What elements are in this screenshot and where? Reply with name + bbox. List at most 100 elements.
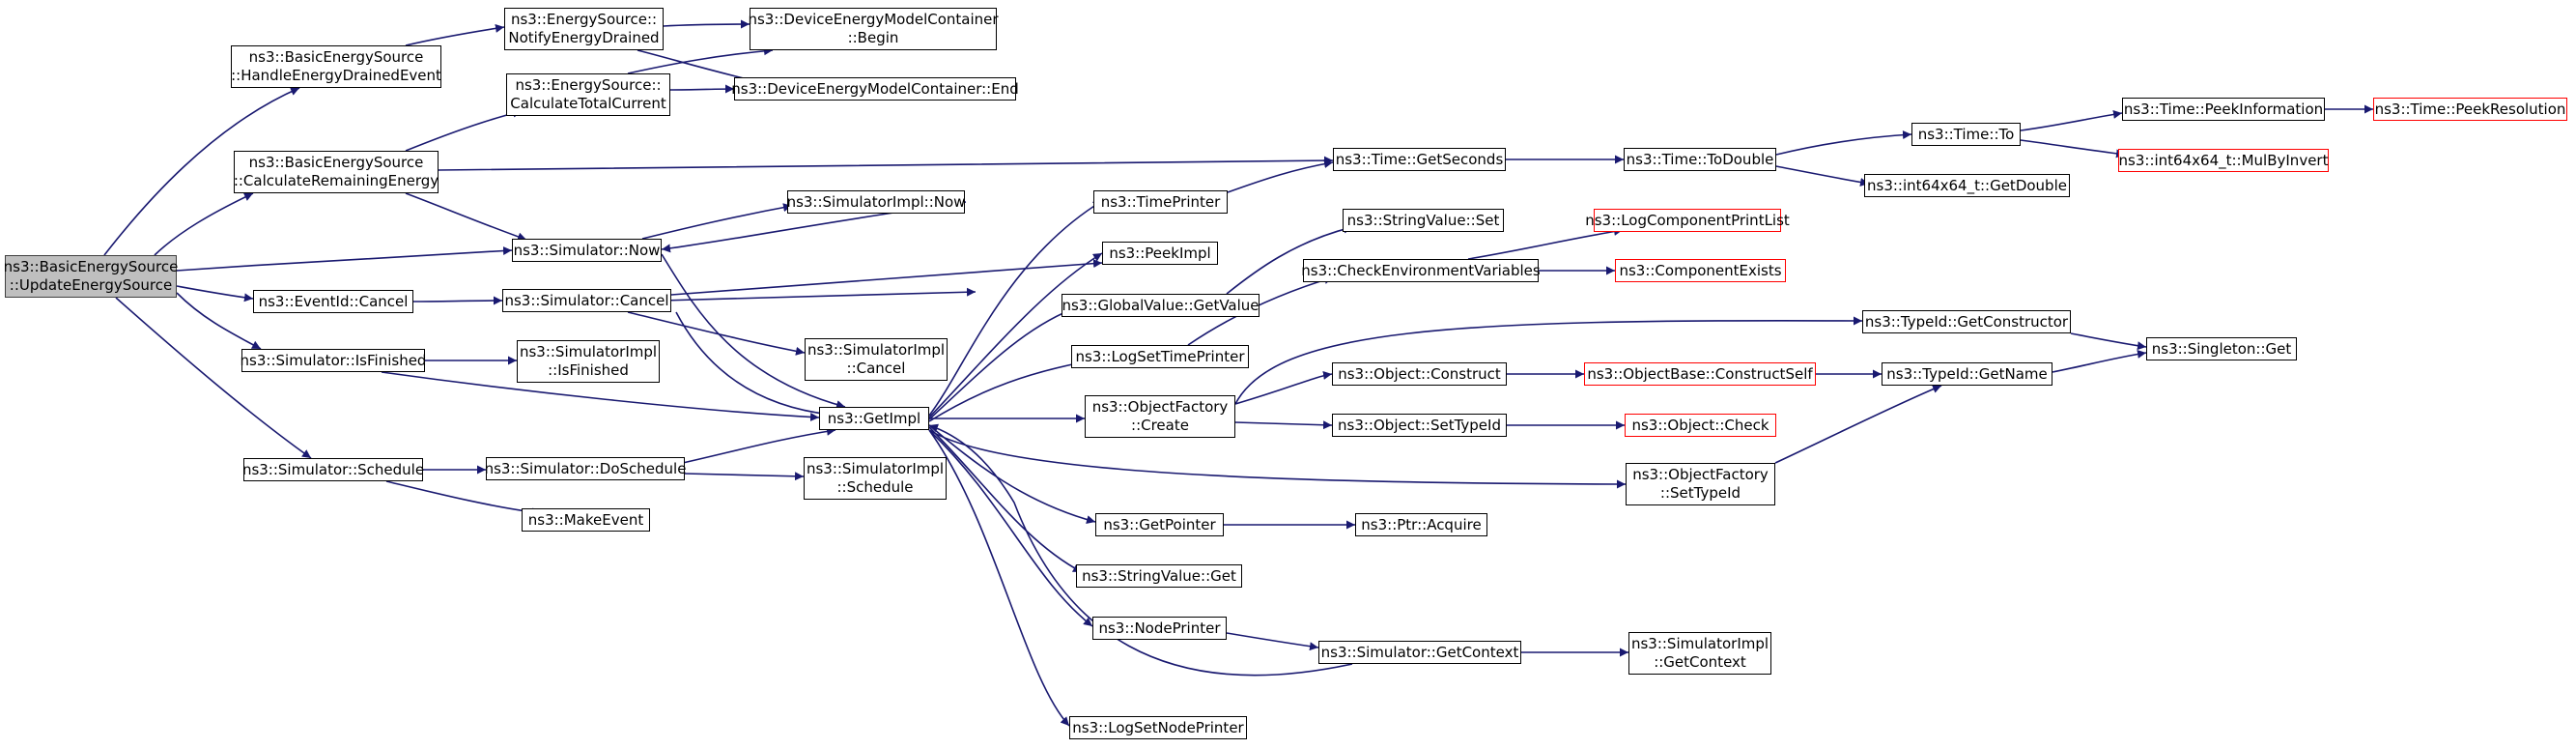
node-object-base-construct-self[interactable]: ns3::ObjectBase::ConstructSelf <box>1584 362 1816 386</box>
node-simulator-impl-now[interactable]: ns3::SimulatorImpl::Now <box>787 190 965 214</box>
node-device-energy-model-container-begin[interactable]: ns3::DeviceEnergyModelContainer::Begin <box>748 8 999 50</box>
node-event-id-cancel[interactable]: ns3::EventId::Cancel <box>253 290 413 313</box>
edge-get-impl-to-global-value <box>928 308 1073 420</box>
node-label-line: ns3::Time::PeekInformation <box>2123 100 2324 118</box>
node-singleton-get[interactable]: ns3::Singleton::Get <box>2146 337 2297 360</box>
node-label-line: ns3::Time::To <box>1917 125 2015 143</box>
node-label-line: ::Cancel <box>846 360 906 377</box>
edge-schedule-to-make-event <box>385 480 542 517</box>
edge-of-set-type-id-to-get-name <box>1774 385 1942 464</box>
node-time-get-seconds[interactable]: ns3::Time::GetSeconds <box>1333 148 1506 171</box>
node-get-impl[interactable]: ns3::GetImpl <box>819 407 929 430</box>
edge-cancel-to-peek-impl <box>670 259 1103 296</box>
node-object-factory-set-type-id[interactable]: ns3::ObjectFactory::SetTypeId <box>1626 463 1775 505</box>
node-label-line: ns3::ObjectBase::ConstructSelf <box>1587 364 1813 383</box>
node-get-pointer[interactable]: ns3::GetPointer <box>1095 513 1224 536</box>
node-basic-energy-source-handle-energy-drained-event[interactable]: ns3::BasicEnergySource::HandleEnergyDrai… <box>231 45 441 88</box>
node-label-line: ns3::GlobalValue::GetValue <box>1062 296 1260 314</box>
node-simulator-get-context[interactable]: ns3::Simulator::GetContext <box>1318 641 1521 664</box>
node-label-line: ns3::Simulator::Schedule <box>241 460 425 478</box>
node-basic-energy-source-calculate-remaining-energy[interactable]: ns3::BasicEnergySource::CalculateRemaini… <box>234 151 439 193</box>
node-string-value-get[interactable]: ns3::StringValue::Get <box>1076 564 1242 588</box>
edge-total-current-to-demc-end <box>669 84 735 94</box>
edge-total-current-to-demc-begin <box>627 46 774 74</box>
node-simulator-impl-get-context[interactable]: ns3::SimulatorImpl::GetContext <box>1628 632 1771 675</box>
edge-of-create-to-obj-set-type-id <box>1234 420 1333 430</box>
node-label-line: ns3::BasicEnergySource <box>3 258 179 275</box>
edge-root-to-simulator-now <box>176 245 513 272</box>
edge-calc-remaining-to-now <box>405 192 527 242</box>
edge-global-value-to-sv-set <box>1226 224 1353 295</box>
node-simulator-schedule[interactable]: ns3::Simulator::Schedule <box>241 458 425 481</box>
node-label-line: ns3::GetPointer <box>1103 515 1216 533</box>
node-global-value-get-value[interactable]: ns3::GlobalValue::GetValue <box>1062 294 1260 317</box>
node-label-line: ns3::ComponentExists <box>1619 261 1782 279</box>
node-log-set-time-printer[interactable]: ns3::LogSetTimePrinter <box>1071 345 1249 368</box>
edge-get-context-to-get-impl <box>928 423 1353 677</box>
node-time-to-double[interactable]: ns3::Time::ToDouble <box>1624 148 1776 171</box>
node-ptr-acquire[interactable]: ns3::Ptr::Acquire <box>1355 513 1487 536</box>
node-label-line: ns3::TimePrinter <box>1100 192 1221 211</box>
node-object-set-type-id[interactable]: ns3::Object::SetTypeId <box>1332 414 1507 437</box>
node-energy-source-notify-energy-drained[interactable]: ns3::EnergySource::NotifyEnergyDrained <box>504 8 664 50</box>
node-int64x64-mul-by-invert[interactable]: ns3::int64x64_t::MulByInvert <box>2118 149 2329 172</box>
node-time-printer[interactable]: ns3::TimePrinter <box>1093 190 1228 214</box>
node-label-line: ns3::LogSetNodePrinter <box>1072 718 1244 736</box>
edge-root-to-schedule <box>115 297 312 459</box>
node-time-peek-information[interactable]: ns3::Time::PeekInformation <box>2122 98 2325 121</box>
edge-time-to-to-peek-info <box>2020 109 2123 131</box>
node-label-line: ns3::Simulator::GetContext <box>1320 643 1519 661</box>
node-object-factory-create[interactable]: ns3::ObjectFactory::Create <box>1085 395 1235 438</box>
edge-get-impl-to-sv-get <box>928 426 1083 573</box>
node-check-environment-variables[interactable]: ns3::CheckEnvironmentVariables <box>1301 259 1541 282</box>
edge-of-create-to-obj-construct <box>1234 370 1333 405</box>
node-label-line: ns3::EnergySource:: <box>515 76 662 94</box>
node-label-line: ::HandleEnergyDrainedEvent <box>231 67 441 84</box>
node-simulator-impl-is-finished[interactable]: ns3::SimulatorImpl::IsFinished <box>517 340 660 383</box>
edge-root-to-eventid-cancel <box>176 285 254 302</box>
node-label-line: ns3::PeekImpl <box>1109 244 1211 262</box>
node-time-peek-resolution[interactable]: ns3::Time::PeekResolution <box>2373 98 2567 121</box>
node-component-exists[interactable]: ns3::ComponentExists <box>1615 259 1786 282</box>
node-type-id-get-name[interactable]: ns3::TypeId::GetName <box>1882 362 2052 386</box>
node-label-line: ns3::StringValue::Set <box>1346 211 1500 229</box>
node-time-to[interactable]: ns3::Time::To <box>1911 123 2021 146</box>
node-int64x64-get-double[interactable]: ns3::int64x64_t::GetDouble <box>1864 174 2070 197</box>
node-label-line: ns3::TypeId::GetConstructor <box>1864 312 2069 331</box>
node-label-line: ::Schedule <box>836 478 914 496</box>
node-object-construct[interactable]: ns3::Object::Construct <box>1332 362 1507 386</box>
node-simulator-impl-schedule[interactable]: ns3::SimulatorImpl::Schedule <box>804 457 947 500</box>
node-object-check[interactable]: ns3::Object::Check <box>1625 414 1776 437</box>
node-peek-impl[interactable]: ns3::PeekImpl <box>1102 242 1218 265</box>
node-label-line: ns3::LogSetTimePrinter <box>1075 347 1245 365</box>
node-energy-source-calculate-total-current[interactable]: ns3::EnergySource::CalculateTotalCurrent <box>506 73 670 116</box>
node-label-line: ns3::Simulator::Now <box>513 241 661 259</box>
node-label-line: ns3::Time::GetSeconds <box>1335 150 1504 168</box>
node-type-id-get-constructor[interactable]: ns3::TypeId::GetConstructor <box>1862 310 2071 333</box>
node-log-component-print-list[interactable]: ns3::LogComponentPrintList <box>1585 209 1790 232</box>
edge-get-name-to-singleton <box>2052 349 2147 373</box>
edge-get-impl-to-time-printer <box>928 200 1103 417</box>
node-make-event[interactable]: ns3::MakeEvent <box>522 508 650 532</box>
node-label-line: ns3::EnergySource:: <box>510 11 658 28</box>
node-node-printer[interactable]: ns3::NodePrinter <box>1092 617 1227 640</box>
node-device-energy-model-container-end[interactable]: ns3::DeviceEnergyModelContainer::End <box>731 77 1019 101</box>
node-label-line: NotifyEnergyDrained <box>508 29 660 46</box>
node-simulator-impl-cancel[interactable]: ns3::SimulatorImpl::Cancel <box>805 338 948 381</box>
node-label-line: ns3::SimulatorImpl <box>806 460 945 477</box>
node-log-set-node-printer[interactable]: ns3::LogSetNodePrinter <box>1069 716 1247 739</box>
node-simulator-do-schedule[interactable]: ns3::Simulator::DoSchedule <box>485 457 686 480</box>
edge-get-impl-to-node-printer <box>928 429 1093 627</box>
node-simulator-cancel[interactable]: ns3::Simulator::Cancel <box>502 289 671 312</box>
edge-node-printer-to-get-context <box>1226 632 1319 651</box>
node-label-line: ns3::SimulatorImpl::Now <box>786 192 966 211</box>
node-label-line: ns3::SimulatorImpl <box>519 343 658 360</box>
edge-handle-to-notify <box>405 23 505 46</box>
node-label-line: ns3::GetImpl <box>827 409 921 427</box>
node-string-value-set[interactable]: ns3::StringValue::Set <box>1343 209 1504 232</box>
node-simulator-now[interactable]: ns3::Simulator::Now <box>512 239 662 262</box>
node-label-line: ns3::StringValue::Get <box>1082 566 1236 585</box>
node-label-line: ns3::EventId::Cancel <box>258 292 409 310</box>
node-label-line: ns3::SimulatorImpl <box>1630 635 1769 652</box>
node-simulator-is-finished[interactable]: ns3::Simulator::IsFinished <box>241 349 426 372</box>
